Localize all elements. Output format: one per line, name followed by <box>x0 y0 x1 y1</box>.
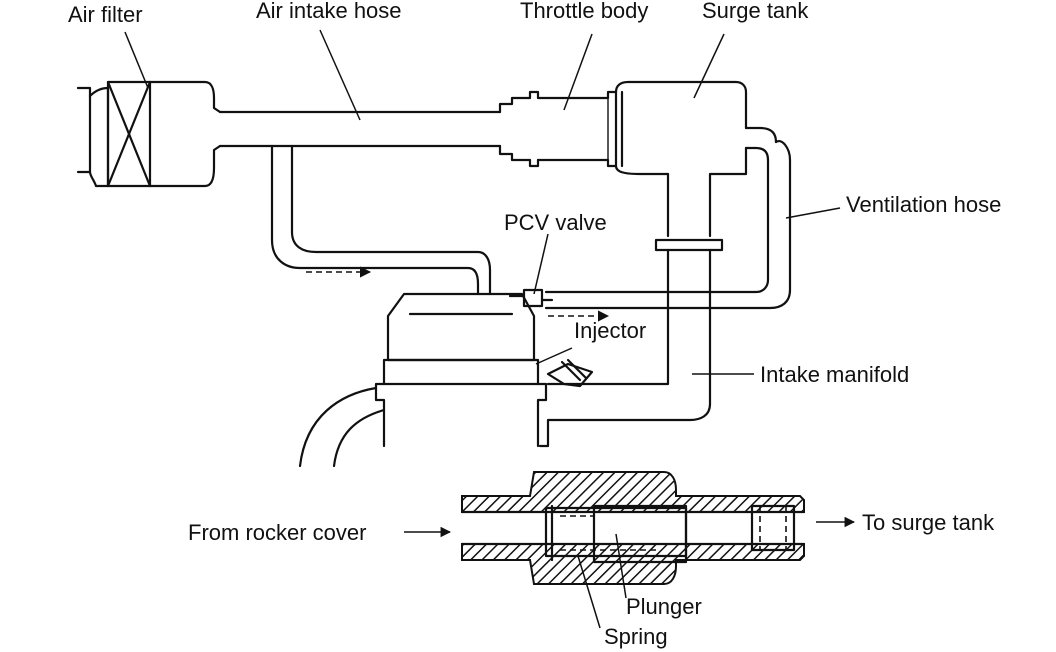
label-intake-manifold: Intake manifold <box>760 362 909 387</box>
label-spring: Spring <box>604 624 668 649</box>
label-from-rocker-cover: From rocker cover <box>188 520 366 545</box>
label-plunger: Plunger <box>626 594 702 619</box>
ventilation-hose <box>544 140 792 310</box>
injector <box>546 358 594 388</box>
engine-rocker-cover <box>298 292 548 468</box>
leader-throttle-body <box>563 33 593 111</box>
label-pcv-valve: PCV valve <box>504 210 607 235</box>
leader-ventilation-hose <box>785 207 841 219</box>
air-filter <box>76 80 222 188</box>
label-air-intake-hose: Air intake hose <box>256 0 402 23</box>
label-surge-tank: Surge tank <box>702 0 809 23</box>
throttle-body <box>536 90 618 168</box>
air-intake-hose <box>218 90 540 168</box>
label-injector: Injector <box>574 318 646 343</box>
label-ventilation-hose: Ventilation hose <box>846 192 1001 217</box>
pcv-valve-cross-section <box>460 471 806 585</box>
leader-spring <box>577 555 601 629</box>
label-to-surge-tank: To surge tank <box>862 510 995 535</box>
label-air-filter: Air filter <box>68 2 143 27</box>
leader-air-intake-hose <box>319 29 361 121</box>
labels: Air filter Air intake hose Throttle body… <box>68 0 1001 649</box>
label-throttle-body: Throttle body <box>520 0 648 23</box>
leader-injector <box>535 347 573 365</box>
leader-surge-tank <box>693 33 725 99</box>
breather-hose <box>270 144 492 296</box>
leader-plunger <box>615 533 627 599</box>
leader-pcv-valve <box>533 233 549 295</box>
leader-lines <box>124 29 856 629</box>
pcv-valve <box>508 288 610 322</box>
surge-tank <box>614 80 778 238</box>
leader-air-filter <box>124 31 149 89</box>
intake-manifold <box>538 238 724 448</box>
